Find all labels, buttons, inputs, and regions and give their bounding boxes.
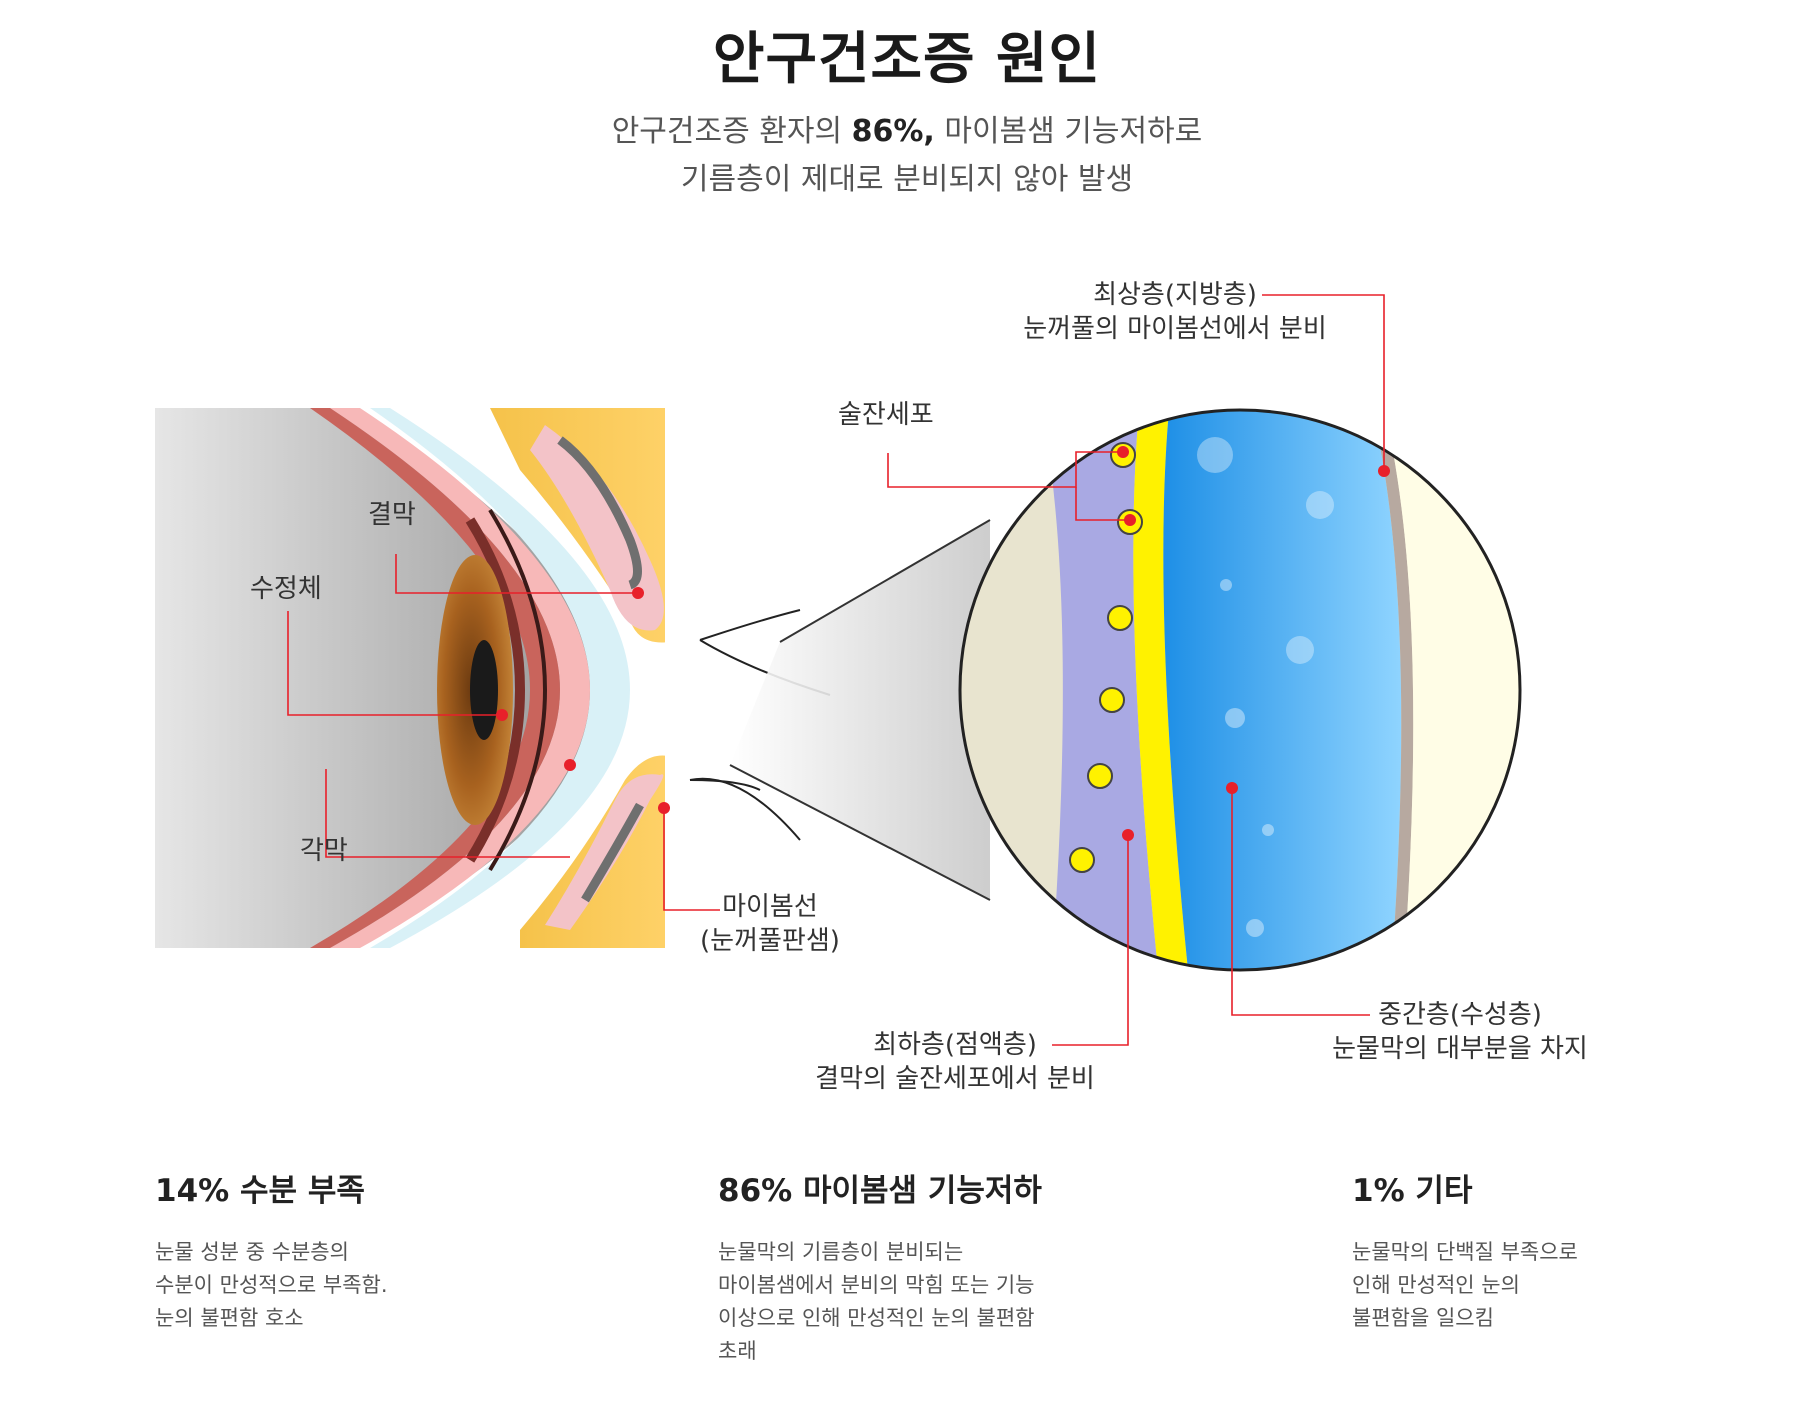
cause-line: 눈물막의 단백질 부족으로 — [1352, 1240, 1578, 1264]
dot-meibomian — [658, 802, 670, 814]
subtitle-highlight: 86%, — [851, 114, 935, 149]
label-mucin-2: 결막의 술잔세포에서 분비 — [815, 1064, 1095, 1094]
page-subtitle: 안구건조증 환자의 86%, 마이봄샘 기능저하로 기름층이 제대로 분비되지 … — [0, 108, 1814, 204]
label-meibomian-2: (눈꺼풀판샘) — [700, 926, 840, 956]
leader-dots — [496, 446, 1390, 841]
label-cornea: 각막 — [300, 836, 348, 866]
cause-title: 86% 마이봄샘 기능저하 — [718, 1173, 1042, 1209]
cause-line: 눈물막의 기름층이 분비되는 — [718, 1240, 964, 1264]
cause-line: 인해 만성적인 눈의 — [1352, 1273, 1520, 1297]
cause-line: 마이봄샘에서 분비의 막힘 또는 기능 — [718, 1273, 1035, 1297]
dot-conjunctiva — [632, 587, 644, 599]
label-lens: 수정체 — [250, 574, 322, 604]
dot-lens — [496, 709, 508, 721]
subtitle-post: 마이봄샘 기능저하로 — [944, 114, 1203, 149]
label-aqueous-layer: 중간층(수성층) 눈물막의 대부분을 차지 — [1320, 998, 1600, 1066]
dot-cornea — [564, 759, 576, 771]
cause-line: 눈물 성분 중 수분층의 — [155, 1240, 349, 1264]
cause-title: 14% 수분 부족 — [155, 1173, 365, 1209]
cause-line: 초래 — [718, 1339, 757, 1363]
label-aqueous-1: 중간층(수성층) — [1378, 1000, 1542, 1030]
cause-line: 수분이 만성적으로 부족함. — [155, 1273, 388, 1297]
label-goblet-cell: 술잔세포 — [838, 400, 934, 430]
dot-goblet-1 — [1117, 446, 1129, 458]
cause-column-water: 14% 수분 부족 눈물 성분 중 수분층의 수분이 만성적으로 부족함. 눈의… — [155, 1165, 675, 1335]
subtitle-pre: 안구건조증 환자의 — [611, 114, 843, 149]
page-title: 안구건조증 원인 — [712, 27, 1102, 92]
label-lipid-layer: 최상층(지방층) 눈꺼풀의 마이봄선에서 분비 — [1010, 278, 1340, 346]
cause-line: 불편함을 일으킴 — [1352, 1306, 1494, 1330]
label-meibomian: 마이봄선 (눈꺼풀판샘) — [700, 890, 840, 958]
cause-title: 1% 기타 — [1352, 1173, 1473, 1209]
tear-film-magnified — [960, 410, 1520, 970]
label-lipid-2: 눈꺼풀의 마이봄선에서 분비 — [1023, 314, 1327, 344]
label-lipid-1: 최상층(지방층) — [1093, 280, 1257, 310]
dot-goblet-2 — [1124, 514, 1136, 526]
cause-column-other: 1% 기타 눈물막의 단백질 부족으로 인해 만성적인 눈의 불편함을 일으킴 — [1352, 1165, 1752, 1335]
dot-aqueous — [1226, 782, 1238, 794]
label-mucin-1: 최하층(점액층) — [873, 1030, 1037, 1060]
zoom-cone — [730, 520, 990, 900]
cause-line: 눈의 불편함 호소 — [155, 1306, 304, 1330]
label-mucin-layer: 최하층(점액층) 결막의 술잔세포에서 분비 — [800, 1028, 1110, 1096]
label-conjunctiva: 결막 — [368, 500, 416, 530]
dot-mucin — [1122, 829, 1134, 841]
cause-line: 이상으로 인해 만성적인 눈의 불편함 — [718, 1306, 1035, 1330]
cause-column-meibomian: 86% 마이봄샘 기능저하 눈물막의 기름층이 분비되는 마이봄샘에서 분비의 … — [718, 1165, 1238, 1368]
subtitle-line-1: 안구건조증 환자의 86%, 마이봄샘 기능저하로 — [0, 108, 1814, 156]
eye-cross-section — [155, 408, 665, 948]
leader-lines — [287, 294, 1385, 1046]
subtitle-line-2: 기름층이 제대로 분비되지 않아 발생 — [680, 162, 1134, 197]
label-meibomian-1: 마이봄선 — [722, 892, 818, 922]
label-aqueous-2: 눈물막의 대부분을 차지 — [1332, 1034, 1588, 1064]
dot-lipid — [1378, 465, 1390, 477]
